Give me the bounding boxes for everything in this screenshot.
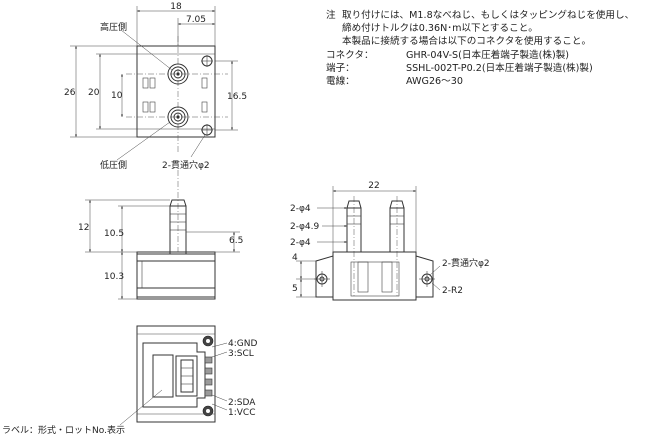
label-radius: 2-R2 — [442, 286, 463, 296]
notes-line-1: 取り付けには、M1.8なべねじ、もしくはタッピングねじを使用し、 — [342, 10, 635, 21]
bottom-mounting-hole — [201, 124, 213, 136]
label-caption: ラベル：形式・ロットNo.表示 — [2, 424, 125, 436]
notes-line-2: 締め付けトルクは0.36N･m以下とすること。 — [342, 23, 538, 35]
bottom-view-body — [136, 325, 216, 423]
top-view-body — [136, 45, 216, 138]
label-low-pressure: 低圧側 — [100, 159, 127, 171]
label-front-holes: 2-貫通穴φ2 — [442, 257, 490, 269]
dim-lower-10-3: 10.3 — [104, 272, 124, 282]
notes-prefix: 注 — [326, 10, 336, 21]
bottom-hole-bottom — [202, 405, 214, 417]
pin-1 — [204, 389, 213, 397]
dim-nozzle-12: 12 — [78, 223, 89, 233]
pin-4 — [204, 356, 213, 364]
label-high-pressure: 高圧側 — [100, 21, 127, 33]
dim-width-18: 18 — [170, 2, 182, 12]
dim-port-6-5: 6.5 — [229, 236, 243, 246]
side-view-body — [136, 251, 216, 300]
front-view-body — [332, 251, 417, 301]
dim-phi4-bottom: 2-φ4 — [290, 238, 311, 248]
dim-port-offset: 7.05 — [186, 15, 206, 25]
dim-left-5: 5 — [292, 284, 298, 294]
dim-height-20: 20 — [88, 88, 100, 98]
low-pressure-port — [167, 106, 189, 128]
label-through-holes: 2-貫通穴φ2 — [162, 159, 210, 171]
wire-key: 電線： — [326, 76, 355, 88]
bottom-hole-top — [202, 335, 214, 347]
terminal-value: SSHL-002T-P0.2(日本圧着端子製造(株)製) — [406, 62, 593, 74]
dim-16-5: 16.5 — [227, 92, 247, 102]
top-view: 18 7.05 — [64, 2, 247, 171]
terminal-key: 端子： — [326, 62, 355, 74]
pin-label-sda: 2:SDA — [228, 398, 256, 408]
high-pressure-port — [167, 63, 189, 85]
connector — [175, 355, 198, 397]
connector-key: コネクタ： — [326, 49, 374, 61]
pin-label-vcc: 1:VCC — [228, 408, 255, 418]
notes-block: 注 取り付けには、M1.8なべねじ、もしくはタッピングねじを使用し、 締め付けト… — [326, 9, 634, 88]
side-view: 12 10.5 10.3 6.5 — [78, 170, 243, 300]
dim-height-26: 26 — [64, 88, 76, 98]
front-hole-right — [419, 271, 435, 287]
wire-value: AWG26～30 — [406, 76, 463, 88]
pin-label-scl: 3:SCL — [228, 349, 254, 359]
dim-pitch-10: 10 — [111, 91, 123, 101]
dim-phi4-top: 2-φ4 — [290, 204, 311, 214]
pin-label-gnd: 4:GND — [228, 339, 257, 349]
connector-value: GHR-04V-S(日本圧着端子製造(株)製) — [406, 49, 570, 61]
front-view: 22 2-φ4 2-φ4.9 2-φ4 4 5 2-貫通穴φ2 2-R2 — [290, 181, 490, 301]
notes-line-3: 本製品に接続する場合は以下のコネクタを使用すること。 — [342, 36, 592, 48]
product-label-area — [152, 354, 174, 398]
front-hole-left — [314, 271, 330, 287]
dim-upper-10-5: 10.5 — [104, 229, 124, 239]
pin-3 — [204, 367, 213, 375]
top-view-slots — [142, 77, 208, 113]
pin-2 — [204, 378, 213, 386]
dim-left-4: 4 — [292, 253, 298, 263]
top-mounting-hole — [201, 55, 213, 67]
dim-phi4-9: 2-φ4.9 — [290, 222, 319, 232]
dim-width-22: 22 — [368, 181, 379, 191]
bottom-view: 4:GND 3:SCL 2:SDA 1:VCC ラベル：形式・ロットNo.表示 — [2, 325, 257, 436]
